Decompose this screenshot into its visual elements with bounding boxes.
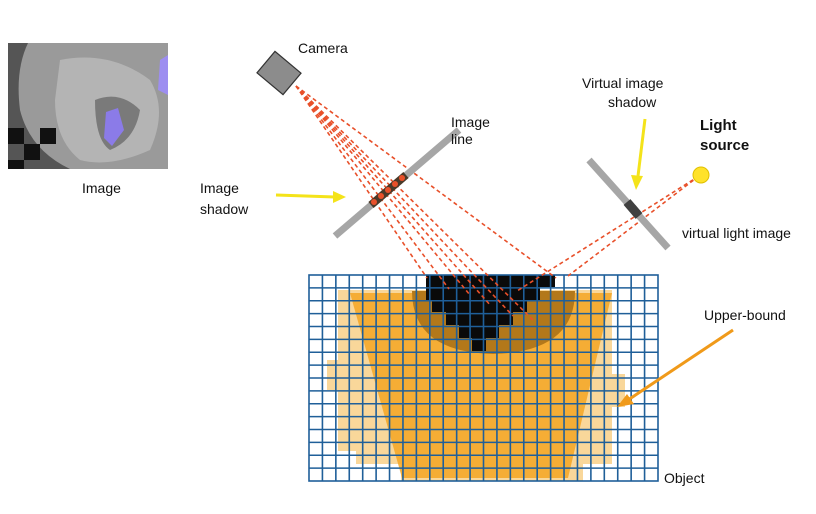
image-line-label-2: line <box>451 131 473 147</box>
camera-ray <box>295 85 428 279</box>
camera-label: Camera <box>298 40 348 56</box>
virtual-light-image-label: virtual light image <box>682 225 791 241</box>
virtual-image-shadow-label-2: shadow <box>608 94 657 110</box>
image-shadow-arrow <box>275 191 346 203</box>
virtual-image-shadow-label-1: Virtual image <box>582 75 664 91</box>
upper-bound-arrow <box>617 328 734 407</box>
object-grid <box>308 274 659 482</box>
thumbnail-image <box>8 43 168 169</box>
image-shadow-label-1: Image <box>200 180 239 196</box>
light-source-label-2: source <box>700 137 749 154</box>
camera-ray <box>295 85 450 290</box>
camera-icon <box>256 50 302 96</box>
light-source-icon <box>692 166 710 184</box>
virtual-shadow-arrow <box>631 118 647 190</box>
image-line-label-1: Image <box>451 114 490 130</box>
camera-ray <box>295 85 557 279</box>
light-source-label-1: Light <box>700 117 737 134</box>
object-label: Object <box>664 470 705 486</box>
camera-ray <box>295 85 514 317</box>
image-shadow-segment <box>368 171 409 209</box>
light-rays <box>516 175 700 292</box>
image-label: Image <box>82 180 121 196</box>
upper-bound-label: Upper-bound <box>704 307 786 323</box>
camera-rays <box>295 85 557 322</box>
image-shadow-label-2: shadow <box>200 201 249 217</box>
virtual-image-shadow-segment <box>623 199 643 219</box>
